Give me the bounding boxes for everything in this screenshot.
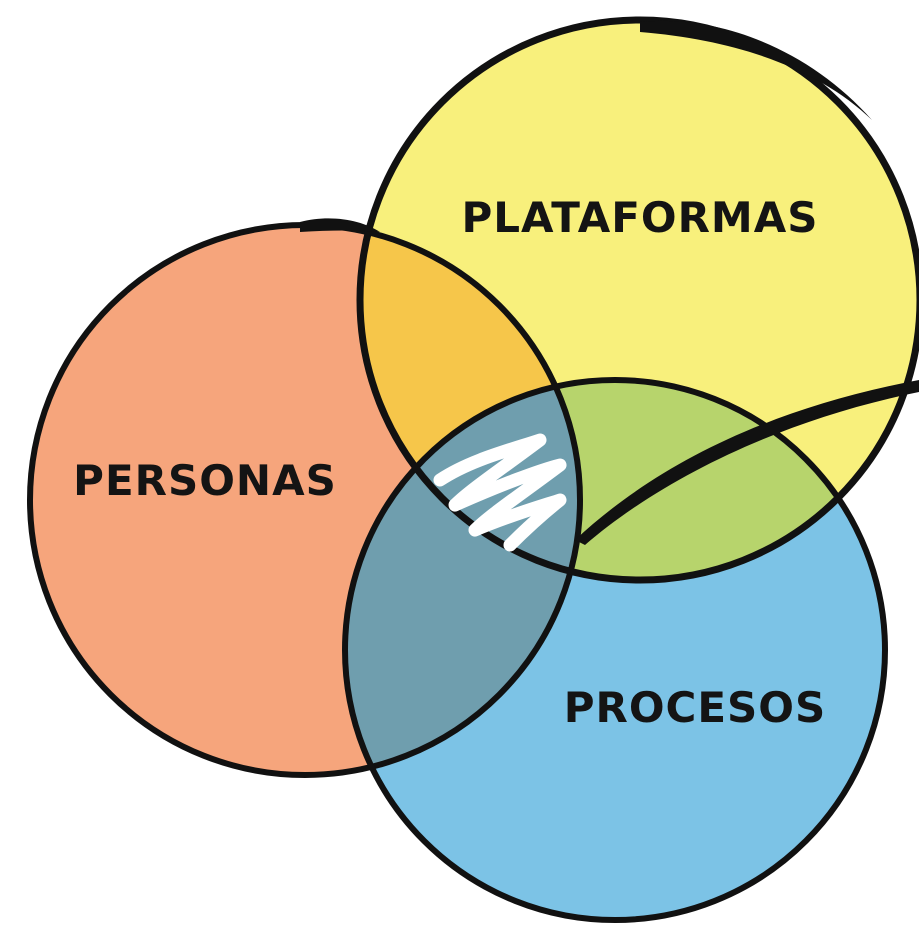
procesos-outline bbox=[342, 377, 888, 923]
brush-stroke-left bbox=[300, 218, 380, 232]
brush-stroke-swoosh bbox=[575, 380, 919, 545]
label-plataformas: PLATAFORMAS bbox=[462, 193, 819, 242]
label-personas: PERSONAS bbox=[73, 456, 337, 505]
brush-stroke-top bbox=[640, 20, 872, 120]
plataformas-outline bbox=[356, 16, 919, 584]
label-procesos: PROCESOS bbox=[564, 683, 827, 732]
scribble-mark bbox=[433, 433, 567, 552]
personas-procesos-overlap bbox=[345, 380, 580, 775]
